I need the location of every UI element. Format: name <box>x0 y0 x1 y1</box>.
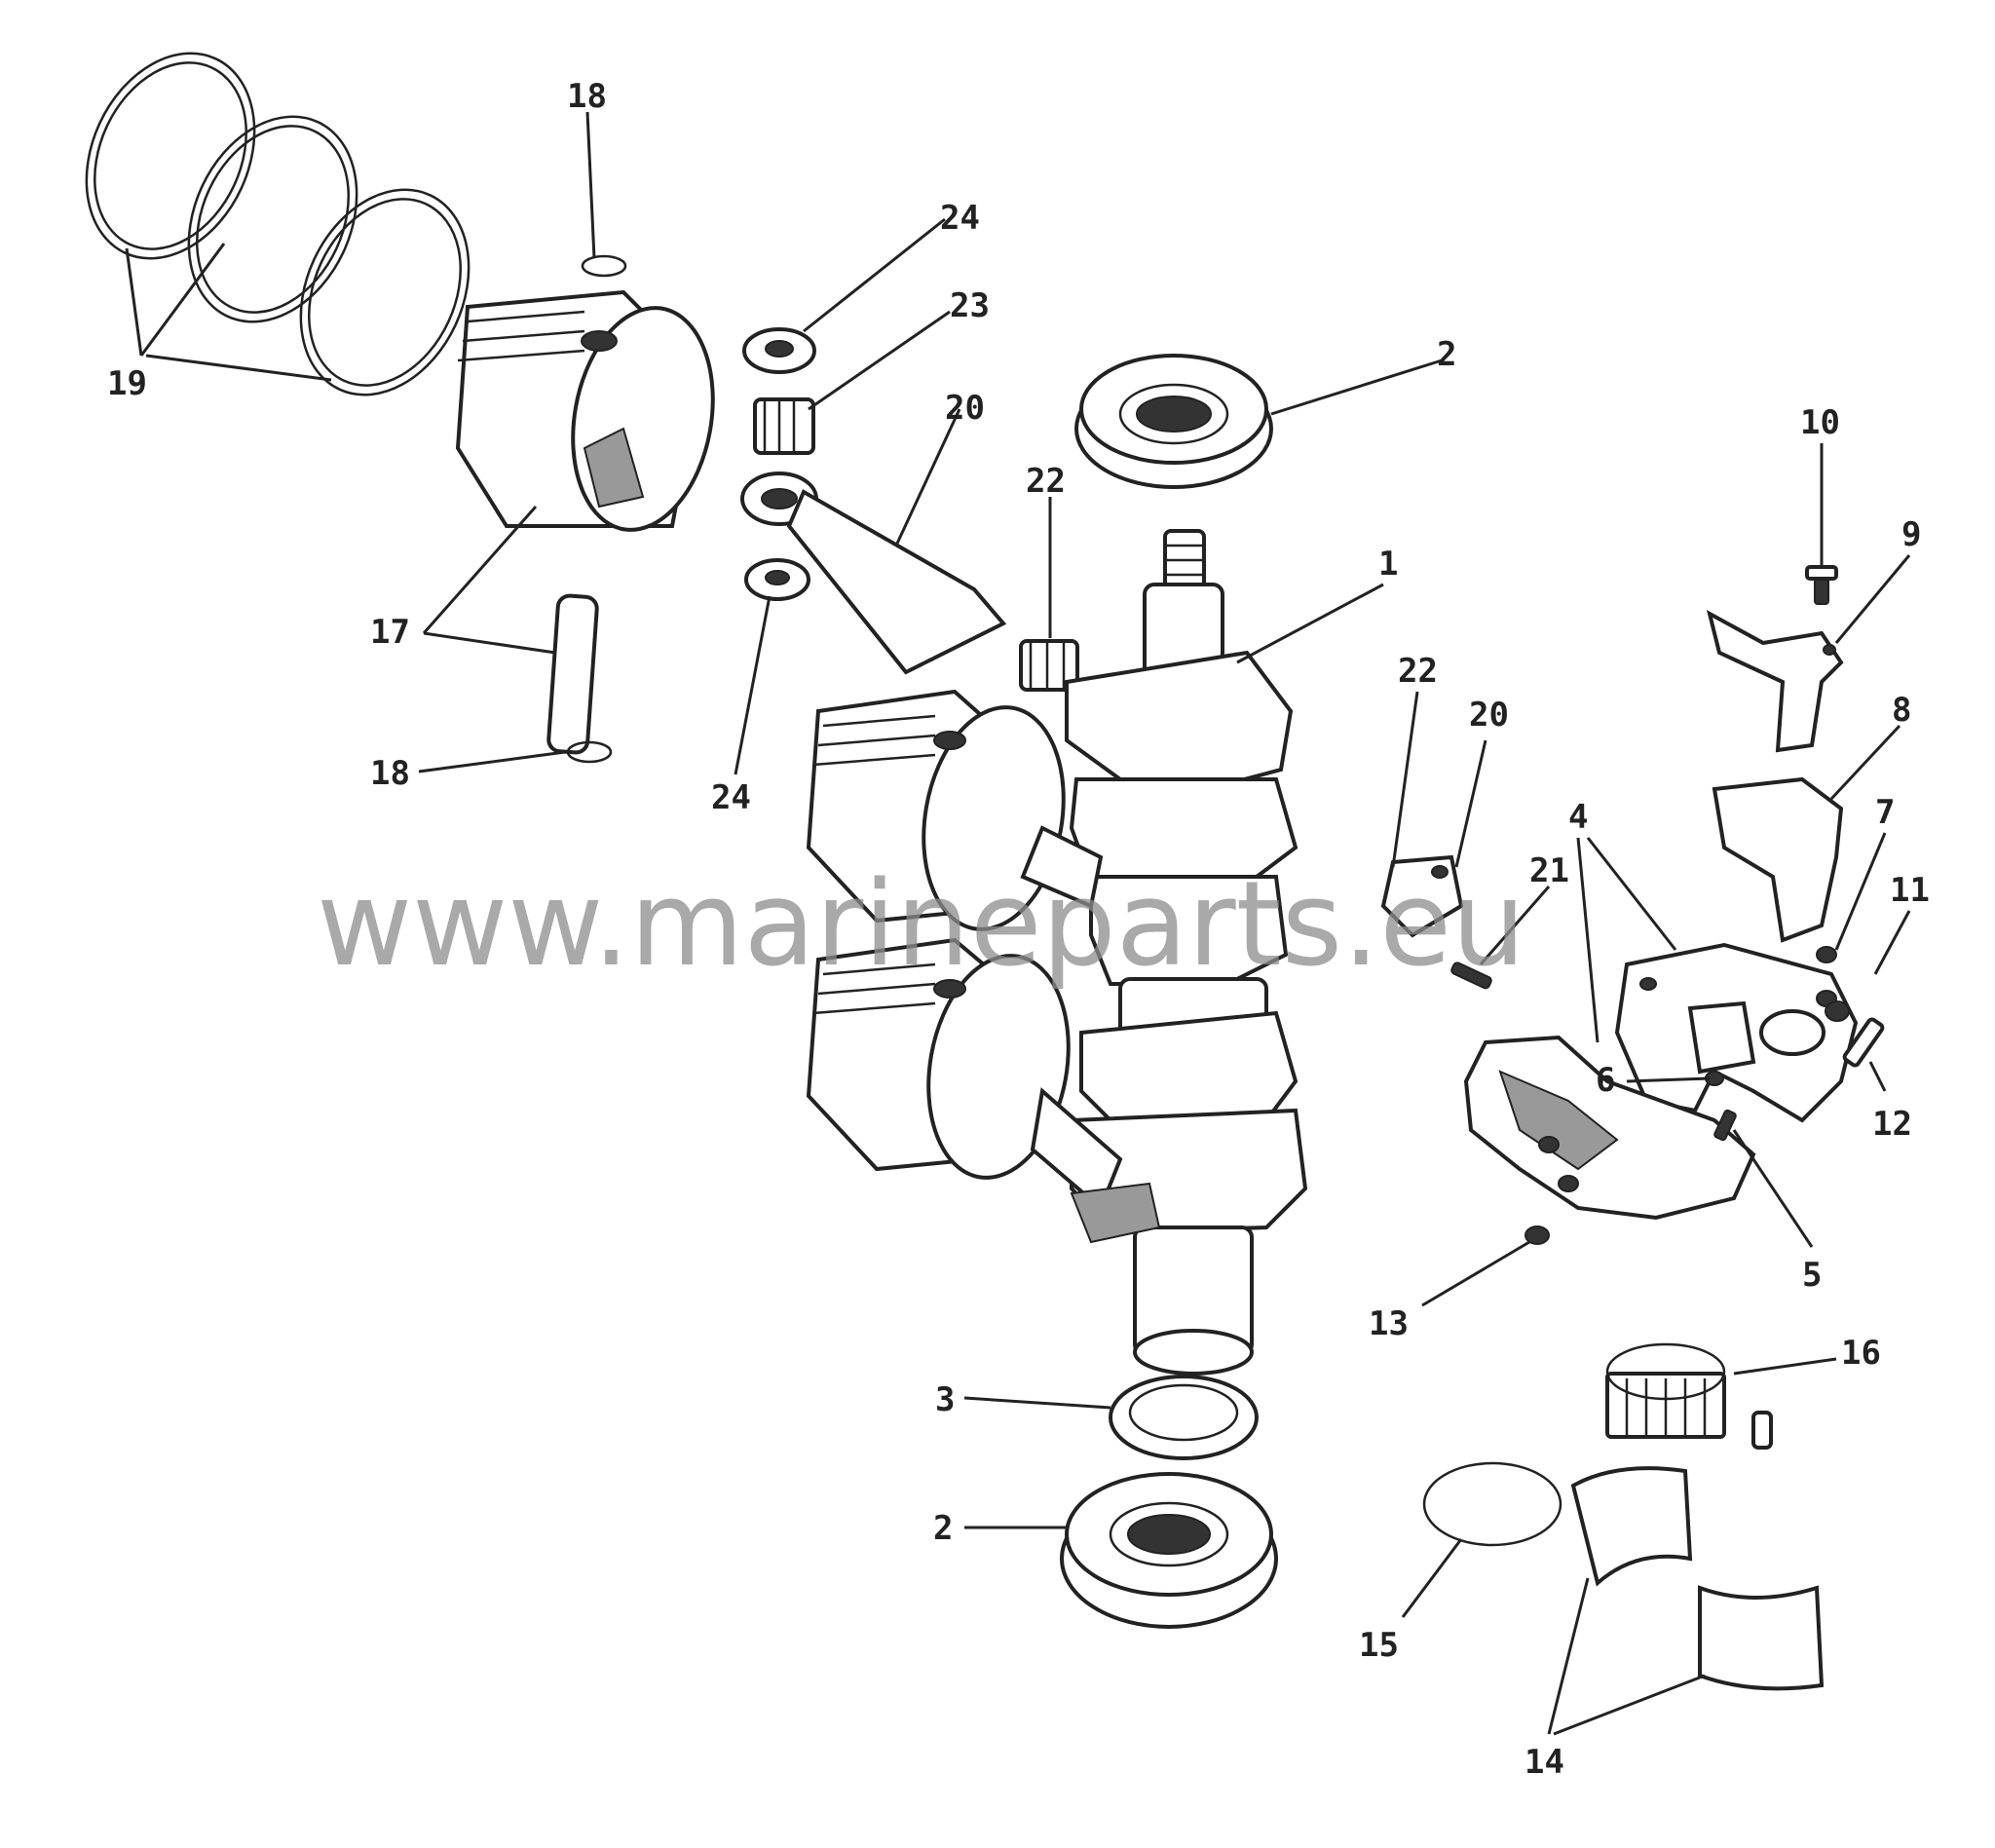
piston-middle <box>806 689 1104 931</box>
connecting-rod-upper <box>740 471 1007 675</box>
thrust-washer <box>1109 1375 1259 1460</box>
watermark: www.marineparts.eu <box>317 857 1525 993</box>
bearing-carrier-lower <box>1463 1035 1756 1221</box>
callout-18-bottom: 18 <box>370 754 410 793</box>
leader-lines <box>125 111 1911 1736</box>
callout-21: 21 <box>1529 851 1569 890</box>
callout-22-right: 22 <box>1398 652 1438 691</box>
callout-20-right: 20 <box>1469 696 1509 735</box>
callout-6: 6 <box>1596 1061 1615 1100</box>
main-bearing-top <box>1074 354 1273 489</box>
callout-5: 5 <box>1802 1256 1822 1295</box>
callout-2-top: 2 <box>1437 335 1456 374</box>
callout-9: 9 <box>1901 515 1921 554</box>
crankshaft <box>1065 529 1308 1376</box>
callout-labels: 19 18 17 18 24 23 20 22 24 2 1 22 20 21 … <box>107 77 1930 1782</box>
callout-20-top: 20 <box>945 389 985 428</box>
callout-24-top: 24 <box>940 199 980 238</box>
gasket <box>1712 776 1844 943</box>
roller-bearing <box>1605 1342 1773 1450</box>
callout-24-bottom: 24 <box>711 778 751 817</box>
piston-lower <box>806 937 1161 1244</box>
reed-plate <box>1706 565 1844 753</box>
fasteners <box>1524 946 1885 1245</box>
main-bearing-bottom <box>1060 1472 1278 1629</box>
callout-1: 1 <box>1378 545 1398 584</box>
callout-18-top: 18 <box>567 77 607 116</box>
callout-15: 15 <box>1359 1626 1399 1665</box>
rod-cap-right <box>1380 854 1492 990</box>
callout-10: 10 <box>1800 403 1840 442</box>
retaining-ring <box>1422 1461 1562 1547</box>
callout-7: 7 <box>1875 793 1895 832</box>
callout-16: 16 <box>1841 1334 1881 1373</box>
callout-13: 13 <box>1369 1304 1409 1343</box>
callout-14: 14 <box>1524 1743 1564 1782</box>
callout-4: 4 <box>1568 798 1588 837</box>
piston-upper <box>455 289 715 532</box>
wrist-pin <box>546 254 627 764</box>
callout-23: 23 <box>950 286 990 325</box>
callout-19: 19 <box>107 364 147 403</box>
callout-3: 3 <box>935 1380 955 1419</box>
callout-11: 11 <box>1890 871 1930 910</box>
bearing-halves <box>1570 1466 1825 1691</box>
callout-12: 12 <box>1872 1105 1912 1144</box>
callout-8: 8 <box>1892 691 1911 730</box>
callout-17: 17 <box>370 613 410 652</box>
bearing-carrier-upper <box>1614 942 1859 1123</box>
bearings-upper <box>742 327 1079 692</box>
piston-rings <box>85 52 471 396</box>
callout-2-bottom: 2 <box>933 1509 953 1548</box>
callout-22-top: 22 <box>1026 462 1066 501</box>
